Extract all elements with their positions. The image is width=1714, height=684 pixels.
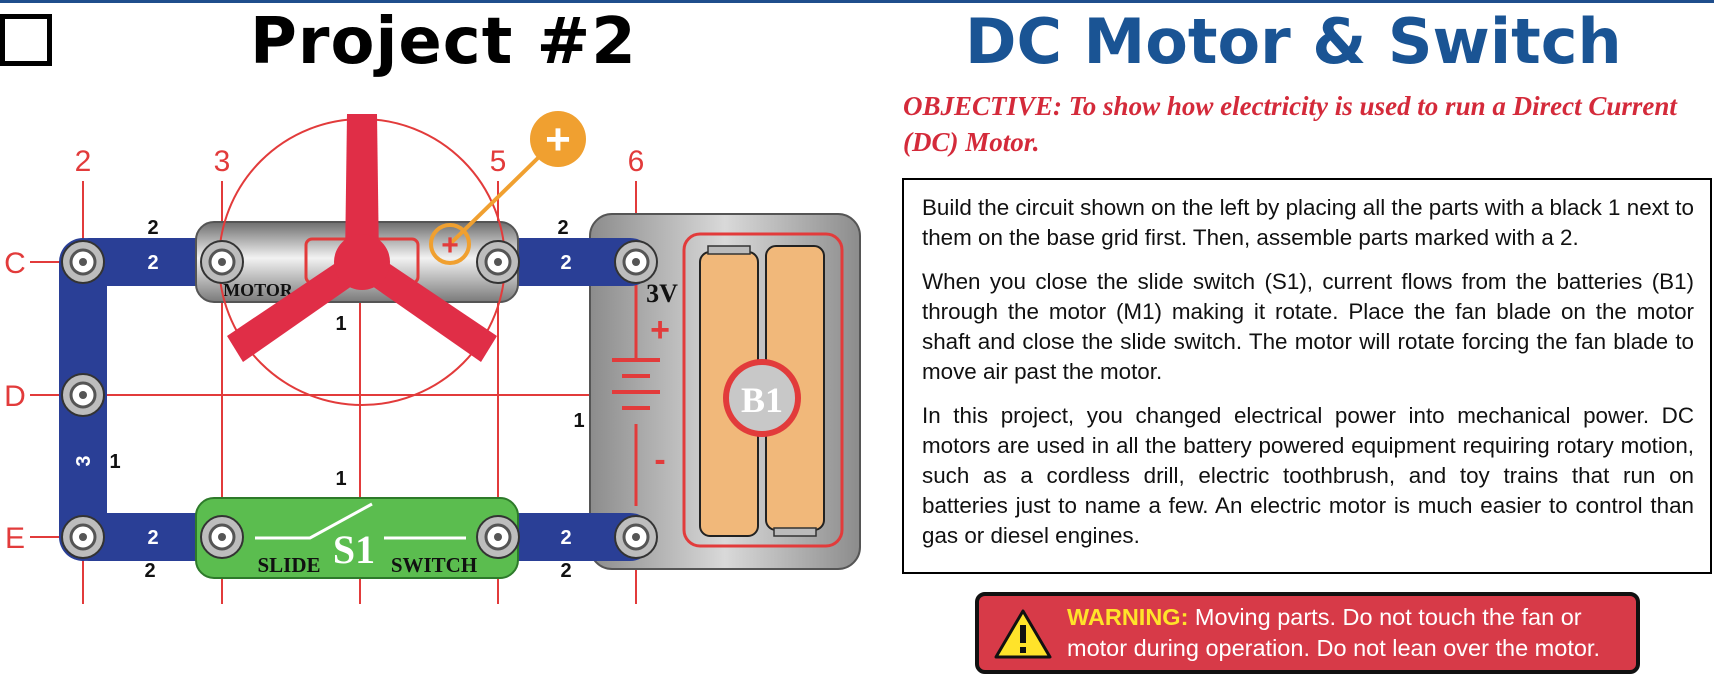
column-label: 3	[214, 145, 231, 178]
fan-blade[interactable]	[218, 114, 506, 406]
column-label: 6	[628, 145, 645, 178]
warning-triangle-icon	[994, 609, 1052, 659]
level-label: 2	[144, 560, 155, 582]
battery-id: B1	[741, 380, 783, 420]
battery-holder[interactable]: 3V + - B1	[589, 213, 861, 570]
row-label: D	[4, 380, 26, 413]
warning-label: WARNING:	[1067, 604, 1189, 630]
circuit-diagram: 2 3 5 6 C D E 3V + - B1 MO	[4, 111, 861, 604]
level-label: 1	[335, 468, 346, 490]
warning-message: Moving parts. Do not touch the fan or mo…	[1067, 604, 1600, 661]
level-label: 1	[335, 313, 346, 335]
objective-text: OBJECTIVE: To show how electricity is us…	[903, 91, 1677, 157]
battery-voltage: 3V	[646, 279, 678, 308]
level-label: 2	[560, 560, 571, 582]
level-label: 1	[573, 410, 584, 432]
instruction-paragraph-1: Build the circuit shown on the left by p…	[922, 195, 1694, 250]
instruction-paragraph-3: In this project, you changed electrical …	[922, 403, 1694, 548]
wire-label: 2	[560, 527, 571, 549]
motor-label: MOTOR	[223, 280, 294, 300]
snap-connectors	[61, 240, 658, 559]
column-label: 2	[75, 145, 92, 178]
row-label: C	[4, 247, 26, 280]
motor-plus-sign: +	[441, 229, 459, 262]
instruction-paragraph-2: When you close the slide switch (S1), cu…	[922, 269, 1694, 384]
project-title: Project #2	[250, 5, 637, 79]
wire-label: 2	[560, 252, 571, 274]
project-checkbox[interactable]	[0, 14, 52, 66]
wire-label: 3	[73, 455, 95, 466]
instructions-box: Build the circuit shown on the left by p…	[902, 178, 1712, 574]
wire-label: 2	[147, 252, 158, 274]
slide-switch-s1[interactable]: SLIDE S1 SWITCH	[195, 497, 519, 579]
motor-plus-badge-sign: +	[545, 115, 571, 164]
column-label: 5	[490, 145, 507, 178]
battery-minus-sign: -	[654, 441, 665, 479]
switch-label-right: SWITCH	[391, 553, 477, 577]
row-label: E	[5, 522, 25, 555]
main-title: DC Motor & Switch	[965, 5, 1622, 78]
motor-plus-badge: + +	[429, 111, 586, 265]
level-label: 2	[147, 217, 158, 239]
warning-box: WARNING: Moving parts. Do not touch the …	[975, 592, 1640, 674]
level-label: 2	[557, 217, 568, 239]
battery-plus-sign: +	[650, 311, 670, 349]
warning-text: WARNING: Moving parts. Do not touch the …	[1067, 602, 1632, 664]
switch-label-id: S1	[333, 527, 375, 572]
switch-label-left: SLIDE	[257, 553, 320, 577]
level-label: 1	[109, 451, 120, 473]
top-rule	[0, 0, 1714, 3]
wire-label: 2	[147, 527, 158, 549]
